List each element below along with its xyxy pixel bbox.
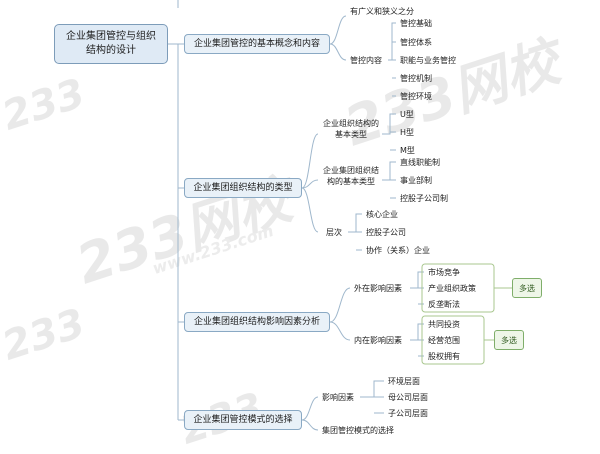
multi-select-tag: 多选 <box>512 278 542 298</box>
concept-scope: 有广义和狭义之分 <box>350 7 414 16</box>
types-group2-item: 直线职能制 <box>400 158 440 167</box>
multi-select-tag: 多选 <box>494 330 524 350</box>
branch-modes: 企业集团管控模式的选择 <box>184 410 302 430</box>
branch-factors: 企业集团组织结构影响因素分析 <box>184 312 330 332</box>
modes-influence-item: 环境层面 <box>388 377 420 386</box>
types-group1-label: 企业组织结构的基本类型 <box>323 119 379 139</box>
modes-influence-item: 子公司层面 <box>388 409 428 418</box>
connector-lines <box>167 0 512 431</box>
types-group2-label: 企业集团组织结构的基本类型 <box>323 166 379 186</box>
root-node: 企业集团管控与组织结构的设计 <box>54 24 168 64</box>
factors-external-item: 产业组织政策 <box>428 284 476 293</box>
concept-item: 管控基础 <box>400 19 432 28</box>
types-group2-item: 控股子公司制 <box>400 194 448 203</box>
types-group1-item: U型 <box>400 110 414 119</box>
concept-item: 管控机制 <box>400 74 432 83</box>
factors-external-item: 市场竞争 <box>428 268 460 277</box>
concept-content-label: 管控内容 <box>350 56 382 65</box>
factors-internal-item: 股权拥有 <box>428 352 460 361</box>
concept-item: 职能与业务管控 <box>400 56 456 65</box>
concept-item: 管控环境 <box>400 92 432 101</box>
types-group3-item: 核心企业 <box>366 210 398 219</box>
concept-item: 管控体系 <box>400 38 432 47</box>
types-group3-label: 层次 <box>326 228 342 237</box>
factors-internal-item: 共同投资 <box>428 320 460 329</box>
factors-internal-item: 经营范围 <box>428 336 460 345</box>
factors-internal-label: 内在影响因素 <box>354 336 402 345</box>
branch-types: 企业集团组织结构的类型 <box>184 178 302 198</box>
types-group3-item: 控股子公司 <box>366 228 406 237</box>
branch-concept: 企业集团管控的基本概念和内容 <box>184 34 330 54</box>
modes-influence-item: 母公司层面 <box>388 393 428 402</box>
factors-external-item: 反垄断法 <box>428 300 460 309</box>
types-group1-item: M型 <box>400 146 415 155</box>
modes-choice-label: 集团管控模式的选择 <box>322 426 394 435</box>
types-group3-item: 协作（关系）企业 <box>366 246 430 255</box>
factors-external-label: 外在影响因素 <box>354 284 402 293</box>
modes-influence-label: 影响因素 <box>322 393 354 402</box>
types-group2-item: 事业部制 <box>400 176 432 185</box>
types-group1-item: H型 <box>400 128 415 137</box>
